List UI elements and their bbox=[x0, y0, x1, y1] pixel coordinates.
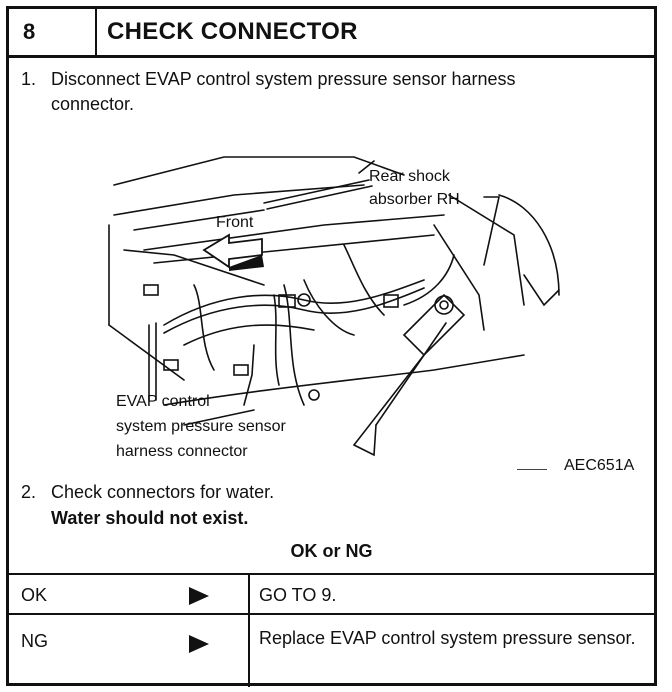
procedure-title: CHECK CONNECTOR bbox=[107, 18, 358, 45]
diagram-illustration bbox=[108, 156, 560, 457]
label-rear-shock: Rear shock bbox=[369, 168, 450, 185]
instruction-step-1: 1. Disconnect EVAP control system pressu… bbox=[21, 67, 641, 119]
figure-id: AEC651A bbox=[564, 457, 635, 474]
result-row-ng: NG Replace EVAP control system pressure … bbox=[9, 613, 654, 687]
column-divider bbox=[248, 575, 250, 613]
step-number: 8 bbox=[9, 9, 97, 55]
procedure-header: 8 CHECK CONNECTOR bbox=[9, 9, 654, 58]
result-condition-ok: OK bbox=[21, 585, 48, 605]
result-heading: OK or NG bbox=[290, 541, 373, 561]
label-absorber-rh: absorber RH bbox=[369, 191, 460, 208]
figure-id-rule bbox=[517, 469, 547, 470]
instruction-step-2: 2. Check connectors for water. Water sho… bbox=[21, 480, 641, 532]
result-action-ng: Replace EVAP control system pressure sen… bbox=[259, 628, 636, 648]
step-1-number: 1. bbox=[21, 69, 37, 89]
label-front: Front bbox=[216, 214, 254, 231]
procedure-table: 8 CHECK CONNECTOR 1. Disconnect EVAP con… bbox=[6, 6, 657, 687]
arrow-right-icon bbox=[189, 587, 209, 605]
column-divider bbox=[248, 615, 250, 687]
step-2-emphasis: Water should not exist. bbox=[51, 508, 249, 528]
arrow-right-icon bbox=[189, 635, 209, 653]
result-action-ok: GO TO 9. bbox=[259, 585, 337, 605]
result-condition-ng: NG bbox=[21, 631, 48, 651]
result-row-ok: OK GO TO 9. bbox=[9, 573, 654, 613]
step-2-text: Check connectors for water. bbox=[51, 482, 275, 502]
label-evap-line-1: EVAP control bbox=[116, 393, 210, 410]
label-evap-line-3: harness connector bbox=[116, 443, 248, 460]
front-arrow-icon bbox=[202, 233, 264, 271]
label-evap-line-2: system pressure sensor bbox=[116, 418, 286, 435]
connector-location-diagram: Rear shock absorber RH Front EVAP contro… bbox=[104, 155, 564, 465]
step-1-text: Disconnect EVAP control system pressure … bbox=[51, 69, 516, 114]
step-2-number: 2. bbox=[21, 482, 37, 502]
